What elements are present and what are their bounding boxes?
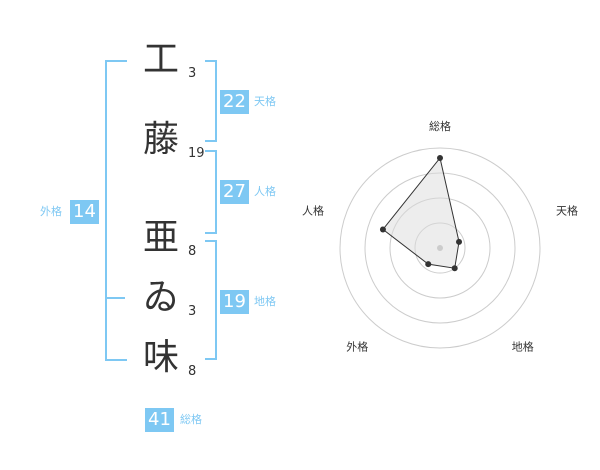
tenkaku-bracket — [205, 60, 217, 142]
jinkaku-badge: 27 — [220, 180, 249, 204]
gaikaku-bracket-divider — [105, 297, 125, 299]
radar-point-2 — [456, 238, 463, 245]
radar-polygon — [382, 156, 460, 269]
stroke-count-1: 3 — [188, 66, 197, 81]
radar-axis-label-3: 地格 — [512, 340, 534, 354]
name-char-5: 味 — [142, 337, 179, 378]
name-char-2: 藤 — [142, 119, 179, 160]
gaikaku-bracket — [105, 60, 127, 361]
radar-axis-label-2: 天格 — [556, 203, 578, 217]
name-char-4: ゐ — [142, 277, 179, 318]
tenkaku-label: 天格 — [254, 95, 276, 108]
jinkaku-bracket — [205, 150, 217, 234]
gaikaku-badge: 14 — [70, 200, 99, 224]
tenkaku-badge: 22 — [220, 90, 249, 114]
radar-point-3 — [451, 265, 458, 272]
radar-point-4 — [425, 261, 432, 268]
jinkaku-label: 人格 — [254, 185, 276, 198]
radar-point-5 — [379, 226, 386, 233]
name-char-1: 工 — [142, 39, 179, 80]
chikaku-label: 地格 — [254, 295, 276, 308]
stroke-count-2: 19 — [188, 146, 205, 161]
radar-axis-label-1: 総格 — [429, 119, 451, 133]
radar-point-1 — [437, 155, 443, 161]
radar-ring-4 — [339, 147, 541, 349]
stroke-count-4: 3 — [188, 304, 197, 319]
radar-axis-label-4: 外格 — [346, 340, 368, 354]
chikaku-badge: 19 — [220, 290, 249, 314]
stroke-count-5: 8 — [188, 364, 197, 379]
soukaku-label: 総格 — [180, 413, 202, 426]
chikaku-bracket — [205, 240, 217, 360]
radar-axis-label-5: 人格 — [302, 203, 324, 217]
gaikaku-label: 外格 — [40, 205, 62, 218]
radar-center-dot — [437, 245, 443, 251]
soukaku-badge: 41 — [145, 408, 174, 432]
name-char-3: 亜 — [142, 217, 179, 258]
stroke-count-3: 8 — [188, 244, 197, 259]
